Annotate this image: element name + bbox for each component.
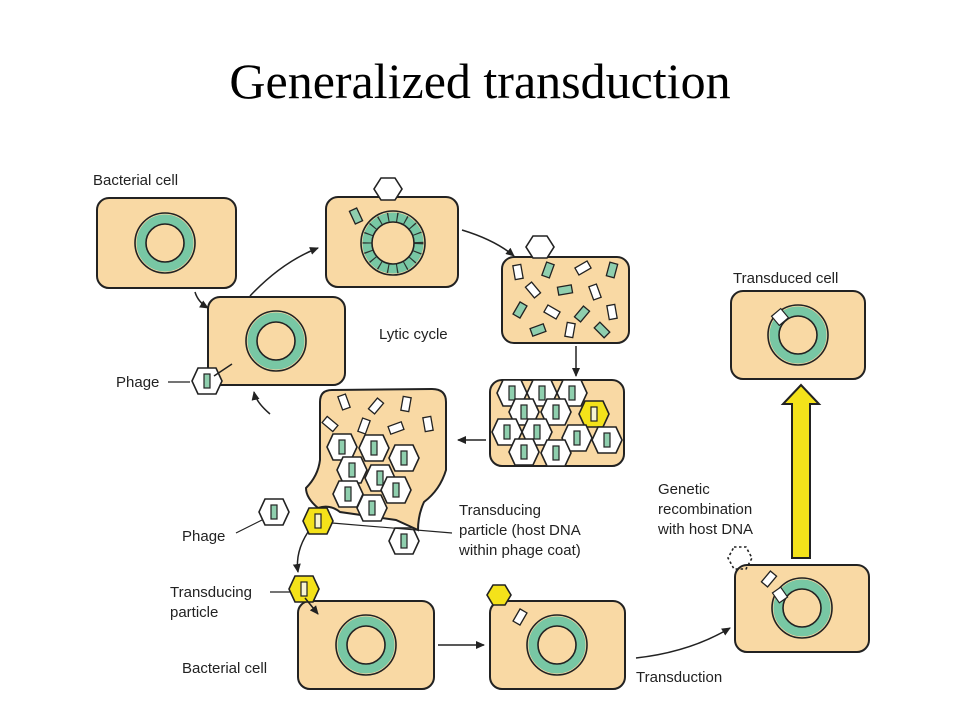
label-lytic-cycle: Lytic cycle [379, 326, 448, 343]
transducing-particle-icon [288, 575, 320, 603]
fragmenting-cell [325, 196, 459, 288]
recombination-cell [734, 564, 870, 653]
empty-phage-coat-icon [486, 584, 512, 606]
label-phage-left: Phage [116, 374, 159, 391]
label-transducing-desc-1: Transducing [459, 502, 541, 519]
phage-icon-released [258, 498, 290, 526]
phage-head-icon-2 [525, 235, 555, 259]
empty-phage-outline-icon [727, 546, 753, 570]
label-genetic-recombination-1: Genetic [658, 481, 710, 498]
big-up-arrow-icon [780, 383, 822, 559]
page-title: Generalized transduction [229, 53, 731, 109]
bacterial-cell-1 [96, 197, 237, 289]
phage-icon-left [191, 367, 223, 395]
label-transducing-desc-3: within phage coat) [458, 542, 581, 559]
label-bacterial-cell-top: Bacterial cell [93, 172, 178, 189]
bacterial-cell-bottom-1 [297, 600, 435, 690]
transducing-particle-icon-released [302, 507, 334, 535]
label-genetic-recombination-3: with host DNA [657, 521, 753, 538]
assembled-phages-cell [489, 379, 625, 467]
label-transducing-particle-1: Transducing [170, 584, 252, 601]
phage-icon-released-2 [388, 527, 420, 555]
transduced-cell [730, 290, 866, 380]
bacterial-cell-bottom-2 [489, 600, 626, 690]
lysing-cell [304, 387, 447, 532]
infected-cell [207, 296, 346, 386]
label-transduction: Transduction [636, 669, 722, 686]
label-phage-lower: Phage [182, 528, 225, 545]
label-transducing-particle-2: particle [170, 604, 218, 621]
label-transducing-desc-2: particle (host DNA [459, 522, 581, 539]
phage-head-icon-1 [373, 177, 403, 201]
label-transduced-cell: Transduced cell [733, 270, 838, 287]
label-bacterial-cell-bottom: Bacterial cell [182, 660, 267, 677]
fragments-cell [501, 256, 630, 344]
label-genetic-recombination-2: recombination [658, 501, 752, 518]
